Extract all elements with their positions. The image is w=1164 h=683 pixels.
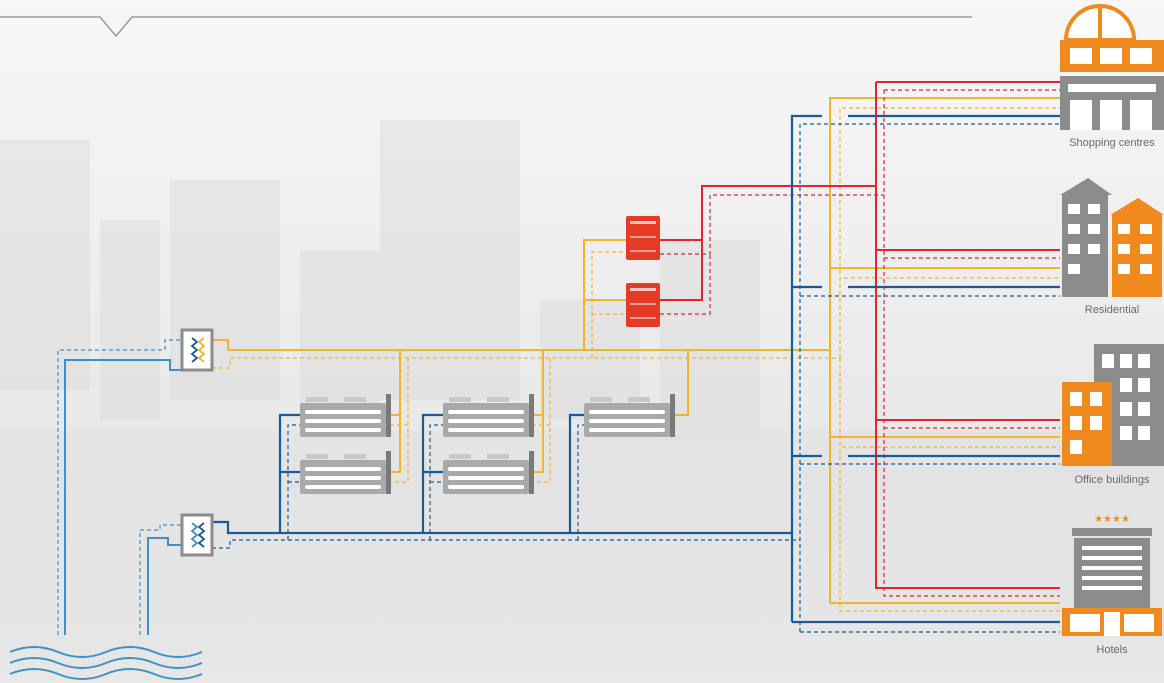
sea-waves-icon bbox=[9, 646, 203, 680]
chiller-unit-1 bbox=[300, 394, 391, 437]
shopping-centres-label: Shopping centres bbox=[1069, 137, 1155, 149]
seawater-return-pipes bbox=[57, 339, 185, 635]
hot-water-return-pipes bbox=[660, 89, 1060, 597]
chiller-unit-5 bbox=[584, 394, 675, 437]
cold-water-return-pipes bbox=[212, 123, 1060, 633]
chiller-unit-3 bbox=[443, 394, 534, 437]
heat-exchanger-upper bbox=[180, 328, 214, 372]
chiller-unit-4 bbox=[443, 451, 534, 494]
chiller-unit-2 bbox=[300, 451, 391, 494]
cold-water-pipes bbox=[212, 114, 1060, 624]
residential-icon bbox=[1060, 178, 1164, 297]
header-divider bbox=[0, 16, 972, 38]
city-backdrop bbox=[0, 120, 1164, 683]
hotel-stars-icon: ★★★★ bbox=[1094, 514, 1130, 525]
shopping-centre-icon bbox=[1060, 4, 1164, 130]
heat-exchanger-lower bbox=[180, 513, 214, 557]
hotels-label: Hotels bbox=[1096, 644, 1128, 656]
warm-water-return-pipes bbox=[212, 107, 1060, 612]
heat-pump-2 bbox=[626, 283, 660, 327]
chillers bbox=[300, 394, 675, 494]
seawater-pipes bbox=[64, 359, 185, 635]
hotel-icon: ★★★★ bbox=[1062, 514, 1162, 636]
office-buildings-label: Office buildings bbox=[1074, 474, 1150, 486]
residential-label: Residential bbox=[1085, 304, 1139, 316]
heat-pump-1 bbox=[626, 216, 660, 260]
hot-water-pipes bbox=[660, 81, 1060, 589]
office-buildings-icon bbox=[1062, 344, 1164, 466]
warm-water-pipes bbox=[212, 97, 1060, 604]
